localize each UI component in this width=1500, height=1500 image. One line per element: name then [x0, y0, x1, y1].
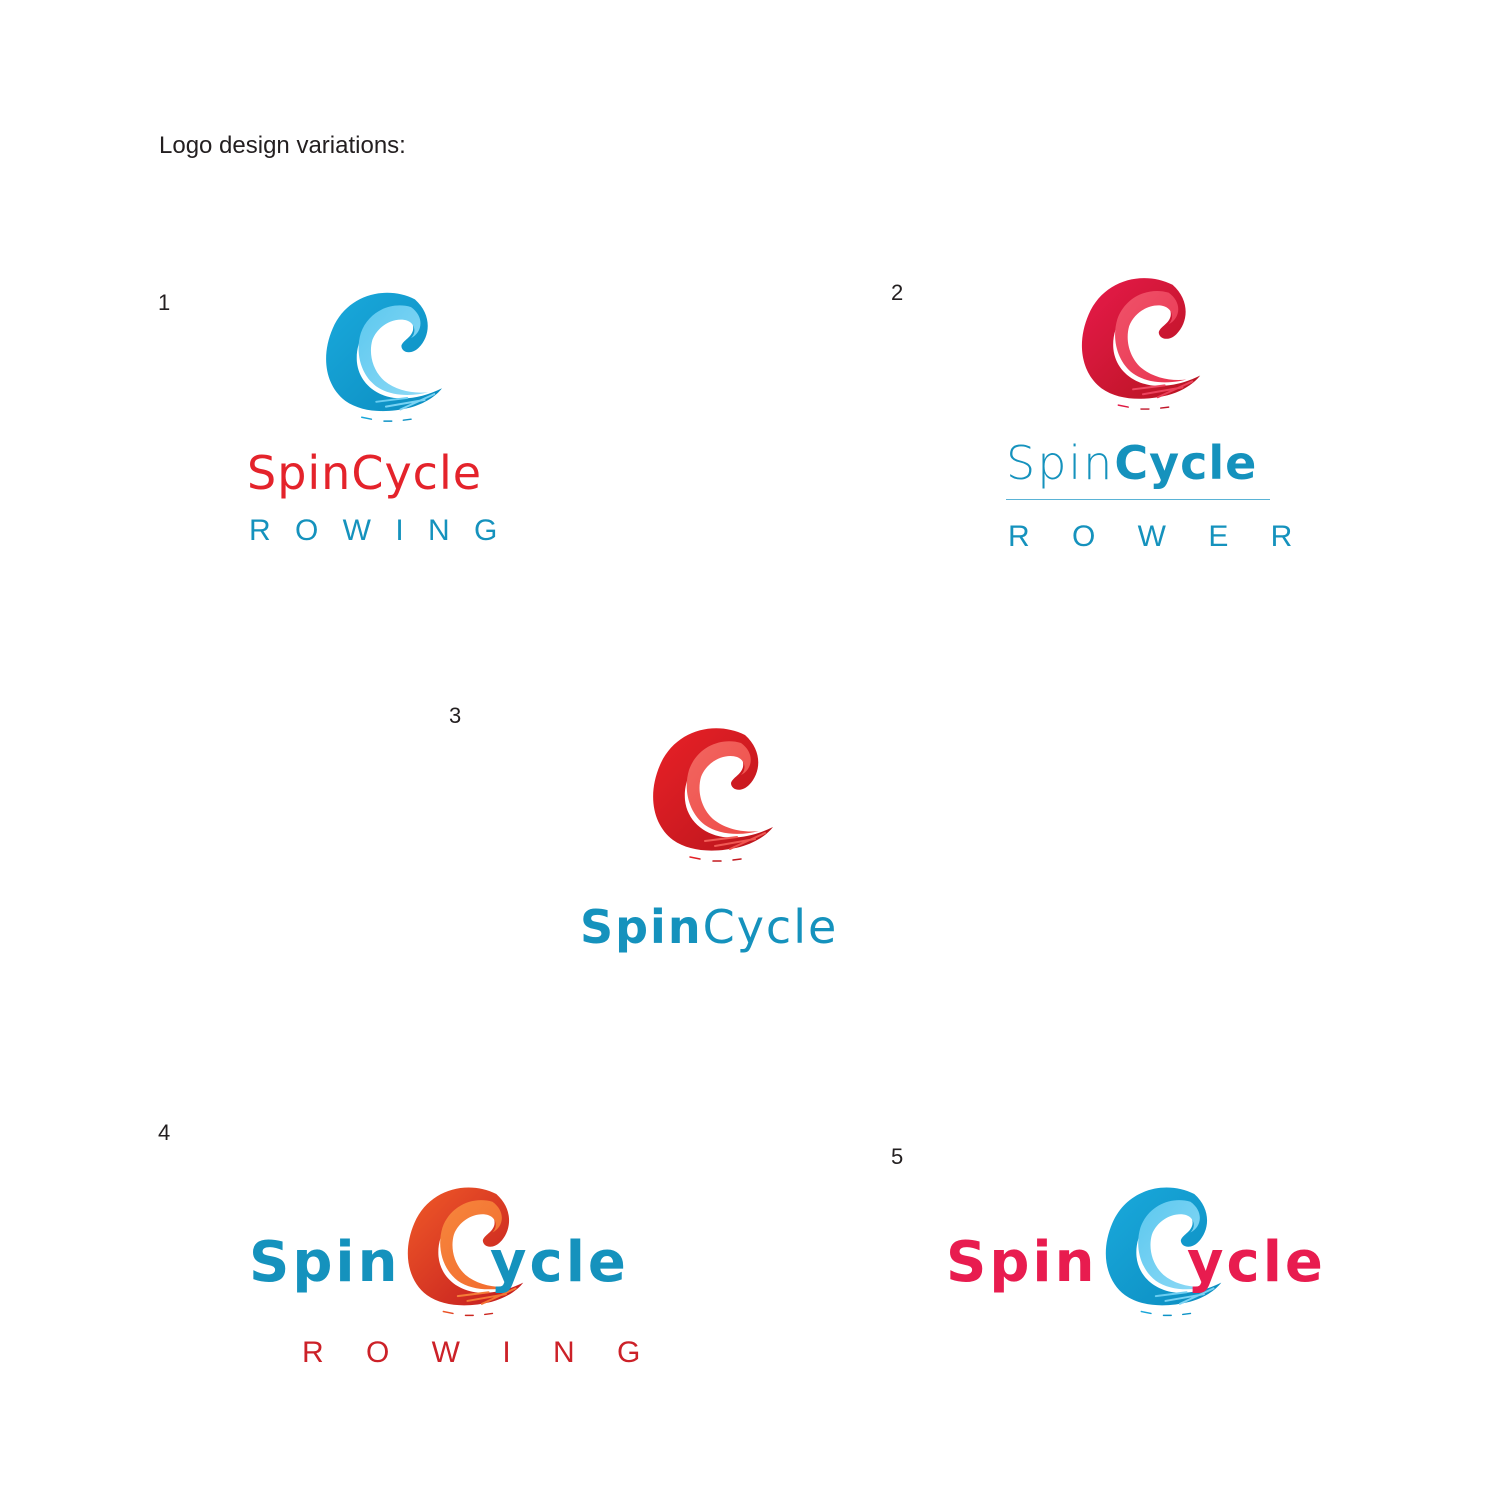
variation-number: 4	[158, 1120, 171, 1145]
divider-line	[1006, 499, 1270, 500]
tagline: R O W I N G	[249, 514, 506, 547]
brand-name-part2: Cycle	[351, 446, 483, 500]
tagline: R O W E R	[1008, 520, 1310, 553]
tagline: R O W I N G	[302, 1336, 658, 1369]
variation-number: 5	[891, 1144, 904, 1169]
wave-swoosh-icon	[653, 728, 773, 861]
variation-number: 2	[891, 280, 904, 305]
brand-name-part2: ycle	[1187, 1230, 1326, 1295]
brand-name-part1: Spin	[580, 900, 703, 954]
wave-swoosh-icon	[326, 292, 442, 422]
wave-swoosh-icon	[1081, 278, 1201, 410]
brand-name-part2: Cycle	[702, 900, 839, 954]
brand-name-part1: Spin	[1006, 436, 1115, 490]
page-heading: Logo design variations:	[159, 132, 406, 159]
variation-number: 3	[449, 703, 462, 728]
variation-number: 1	[158, 290, 171, 315]
brand-name: SpinCycle	[1006, 436, 1257, 490]
brand-name-part1: Spin	[946, 1230, 1098, 1295]
brand-name-part2: Cycle	[1114, 436, 1258, 490]
brand-name: SpinCycle	[247, 446, 482, 500]
brand-name-part1: Spin	[249, 1230, 401, 1295]
brand-name-part1: Spin	[247, 446, 352, 500]
brand-name-part2: ycle	[490, 1230, 629, 1295]
brand-name: SpinCycle	[580, 900, 838, 954]
